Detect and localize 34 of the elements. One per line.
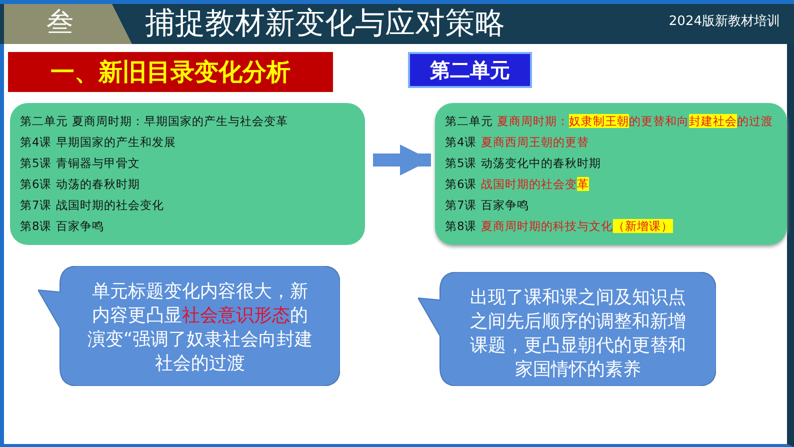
lesson-number: 第6课	[20, 176, 52, 192]
content-panel	[435, 103, 787, 245]
arrow	[373, 144, 431, 176]
lesson-number: 第8课	[445, 218, 476, 234]
lesson-number: 第5课	[445, 155, 476, 171]
section-number: 叁	[46, 6, 74, 40]
lesson-number: 第7课	[20, 197, 52, 213]
lesson-title: 百家争鸣	[481, 197, 529, 213]
lesson-title: 夏商周时期的科技与文化（新增课）	[481, 218, 673, 234]
lesson-title: 动荡的春秋时期	[56, 176, 140, 192]
lesson-number: 第7课	[445, 197, 476, 213]
lesson-title: 夏商周时期：早期国家的产生与社会变革	[72, 113, 288, 129]
lesson-title: 青铜器与甲骨文	[56, 155, 140, 171]
lesson-number: 第6课	[445, 176, 476, 192]
lesson-number: 第二单元	[20, 113, 68, 129]
lesson-number: 第4课	[445, 134, 476, 150]
lesson-title: 动荡变化中的春秋时期	[481, 155, 601, 171]
title: 捕捉教材新变化与应对策略	[145, 5, 506, 43]
lesson-title: 早期国家的产生和发展	[56, 134, 176, 150]
content-panel	[10, 103, 365, 245]
lesson-number: 第二单元	[445, 113, 493, 129]
unit-heading: 第二单元	[408, 52, 532, 88]
speech-bubble: 单元标题变化内容很大，新内容更凸显社会意识形态的演变“强调了奴隶社会向封建社会的过渡	[38, 266, 340, 386]
lesson-title: 战国时期的社会变化	[56, 197, 164, 213]
header-note: 2024版新教材培训	[668, 13, 780, 31]
speech-bubble: 出现了课和课之间及知识点之间先后顺序的调整和新增课题，更凸显朝代的更替和家国情怀的素养	[418, 272, 716, 386]
lesson-title: 夏商周时期：奴隶制王朝的更替和向封建社会的过渡	[497, 113, 773, 129]
lesson-number: 第8课	[20, 218, 52, 234]
lesson-title: 百家争鸣	[56, 218, 104, 234]
lesson-title: 夏商西周王朝的更替	[481, 134, 589, 150]
lesson-number: 第5课	[20, 155, 52, 171]
section-heading: 一、新旧目录变化分析	[8, 52, 333, 92]
lesson-title: 战国时期的社会变革	[481, 176, 589, 192]
lesson-number: 第4课	[20, 134, 52, 150]
